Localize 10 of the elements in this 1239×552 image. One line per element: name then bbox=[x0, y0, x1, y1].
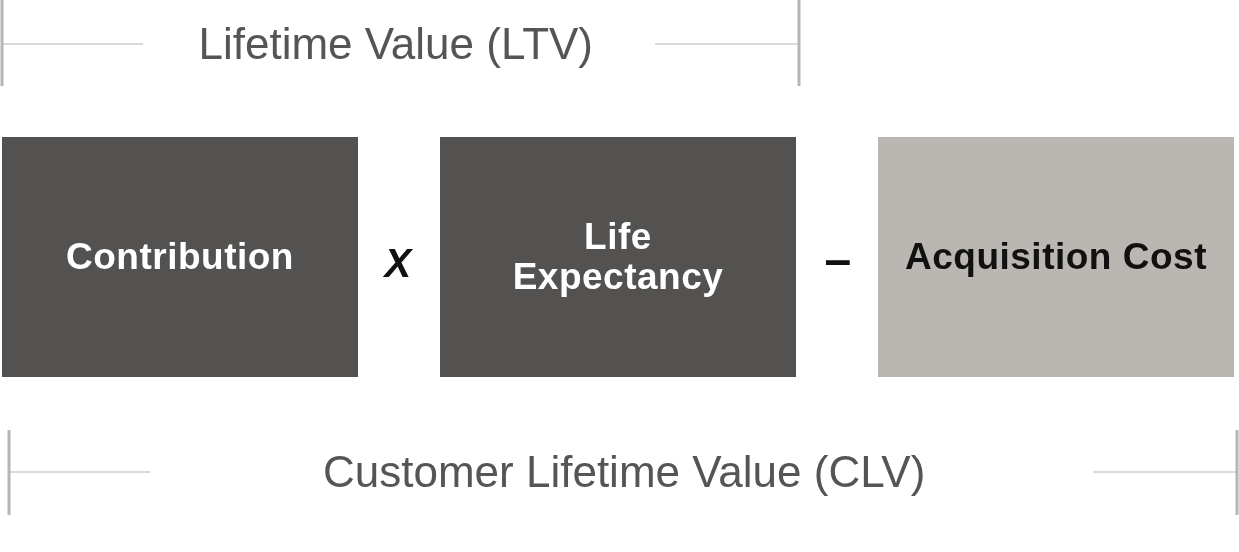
multiply-operator: X bbox=[384, 243, 412, 283]
term-label: Life Expectancy bbox=[511, 217, 725, 297]
term-label: Acquisition Cost bbox=[905, 237, 1207, 277]
formula-term-box bbox=[2, 137, 358, 377]
bracket-label: Lifetime Value (LTV) bbox=[198, 22, 594, 66]
bracket-label: Customer Lifetime Value (CLV) bbox=[323, 450, 926, 494]
minus-operator: – bbox=[824, 236, 852, 284]
formula-term-box bbox=[878, 137, 1234, 377]
term-label: Contribution bbox=[66, 237, 294, 277]
formula-term-box bbox=[440, 137, 796, 377]
